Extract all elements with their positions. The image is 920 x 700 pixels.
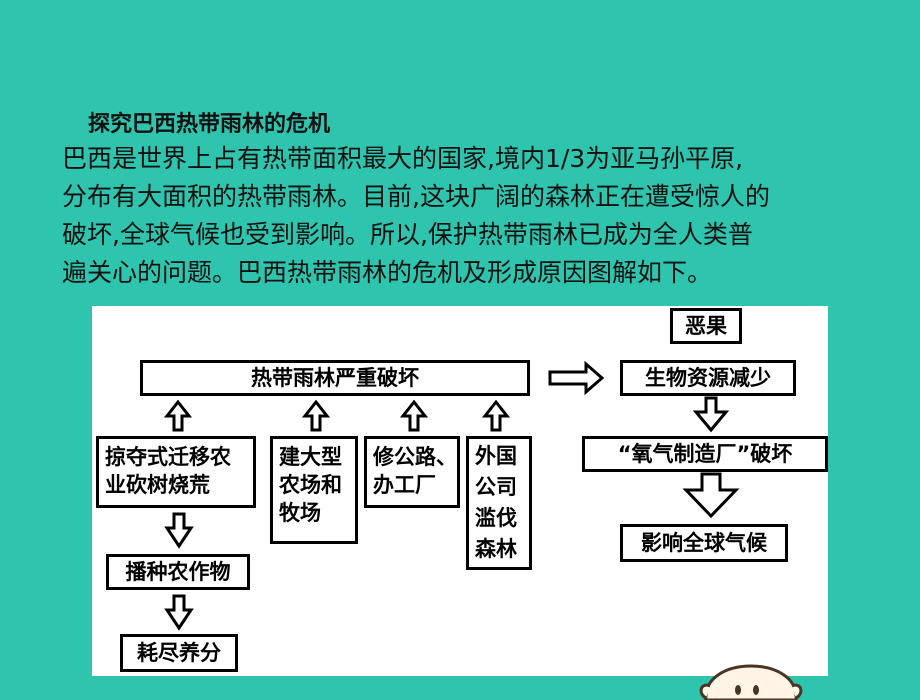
consequence-text: “氧气制造厂”破坏 — [617, 442, 793, 466]
cause-text: 业砍树烧荒 — [105, 473, 210, 497]
diagram-arrows — [163, 360, 740, 631]
consequence-text: 影响全球气候 — [641, 531, 767, 555]
consequence-label-box: 恶果 — [670, 308, 742, 344]
deforestation-label: 热带雨林严重破坏 — [251, 366, 419, 390]
down-arrow-icon — [164, 594, 194, 631]
cause-text: 滥伐 — [475, 506, 517, 530]
cause-text: 办工厂 — [373, 473, 436, 497]
intro-paragraph: 巴西是世界上占有热带面积最大的国家,境内1/3为亚马孙平原, 分布有大面积的热带… — [62, 140, 862, 292]
chain-text: 播种农作物 — [125, 560, 231, 584]
cause-text: 农场和 — [279, 473, 342, 497]
up-arrow-icon — [399, 399, 429, 432]
chain-box-2: 耗尽养分 — [120, 634, 238, 672]
consequence-box-3: 影响全球气候 — [620, 524, 788, 562]
down-arrow-icon — [692, 396, 730, 433]
consequence-text: 生物资源减少 — [645, 366, 771, 390]
cause-text: 森林 — [475, 537, 517, 561]
paragraph-line: 遍关心的问题。巴西热带雨林的危机及形成原因图解如下。 — [62, 258, 713, 287]
cause-text: 掠夺式迁移农 — [105, 445, 231, 469]
cause-box-3: 修公路、 办工厂 — [364, 436, 460, 508]
right-arrow-icon — [548, 360, 605, 396]
cause-text: 公司 — [475, 475, 517, 499]
cause-text: 建大型 — [279, 445, 342, 469]
mascot-icon — [699, 664, 803, 700]
paragraph-line: 巴西是世界上占有热带面积最大的国家,境内1/3为亚马孙平原, — [62, 144, 744, 173]
down-arrow-icon — [164, 512, 194, 549]
up-arrow-icon — [163, 399, 193, 432]
chain-box-1: 播种农作物 — [106, 554, 250, 590]
cause-text: 修公路、 — [373, 445, 457, 469]
cause-box-4: 外国 公司 滥伐 森林 — [466, 436, 532, 570]
cause-text: 牧场 — [279, 501, 321, 525]
paragraph-line: 分布有大面积的热带雨林。目前,这块广阔的森林正在遭受惊人的 — [62, 182, 770, 211]
paragraph-line: 破坏,全球气候也受到影响。所以,保护热带雨林已成为全人类普 — [62, 220, 753, 249]
up-arrow-icon — [301, 399, 331, 432]
page-title: 探究巴西热带雨林的危机 — [88, 112, 331, 137]
chain-text: 耗尽养分 — [137, 641, 221, 665]
deforestation-box: 热带雨林严重破坏 — [140, 360, 530, 396]
cause-box-1: 掠夺式迁移农 业砍树烧荒 — [96, 436, 256, 508]
consequence-box-1: 生物资源减少 — [620, 360, 796, 396]
up-arrow-icon — [481, 399, 511, 432]
consequence-box-2: “氧气制造厂”破坏 — [582, 436, 828, 472]
cause-text: 外国 — [475, 444, 517, 468]
cause-box-2: 建大型 农场和 牧场 — [270, 436, 358, 544]
consequence-label: 恶果 — [685, 314, 727, 338]
crisis-diagram: 热带雨林严重破坏 恶果 生物资源减少 “氧气制造厂”破坏 影响全球气候 掠夺式迁… — [92, 306, 828, 676]
down-arrow-icon — [682, 472, 740, 519]
